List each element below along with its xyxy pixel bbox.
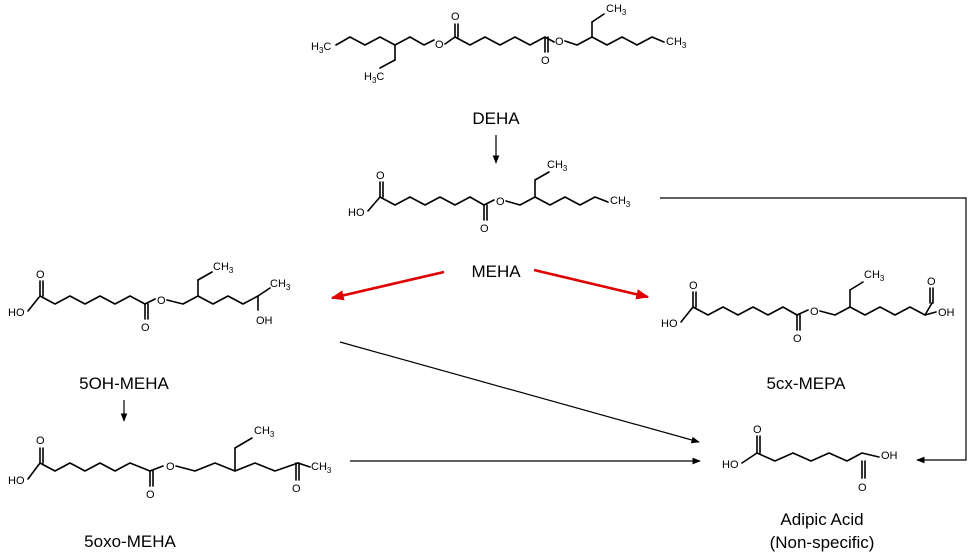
meha-ester-o: O: [496, 196, 505, 208]
oh-meha-ho: HO: [8, 307, 25, 319]
meha-ch3-right: CH3: [610, 195, 631, 209]
adipic-acid-label-line2: (Non-specific): [770, 533, 875, 552]
meha-acid-o: O: [376, 170, 385, 182]
deha-ester-o1: O: [435, 39, 444, 51]
cx-mepa-label: 5cx-MEPA: [766, 374, 846, 393]
oh-meha-acid-o: O: [36, 269, 45, 281]
arrow-meha-to-oh-meha: [330, 270, 445, 301]
oh-meha-carbonyl-o: O: [141, 322, 150, 334]
cx-mepa-ester-o: O: [810, 306, 819, 318]
arrow-meha-to-adipic: [660, 197, 967, 464]
meha-ho: HO: [348, 207, 365, 219]
oxo-meha-ch3-top: CH3: [254, 425, 275, 439]
oh-meha-oh: OH: [256, 315, 273, 327]
deha-ch3-top: CH3: [606, 3, 627, 17]
oh-meha-ester-o: O: [157, 295, 166, 307]
cx-mepa-ho: HO: [661, 318, 678, 330]
cx-mepa-oh: OH: [938, 307, 955, 319]
cx-mepa-acid-o-left: O: [689, 280, 698, 292]
adipic-acid-oh: OH: [881, 450, 898, 462]
adipic-acid-label-line1: Adipic Acid: [780, 510, 863, 529]
meha-carbonyl-o: O: [480, 223, 489, 235]
oh-meha-label: 5OH-MEHA: [79, 374, 169, 393]
oh-meha-structure: O HO O O CH3 CH3 OH: [8, 261, 291, 334]
cx-mepa-structure: O HO O O CH3 O OH: [661, 269, 955, 345]
oxo-meha-structure: O HO O O CH3 CH3 O: [8, 425, 332, 501]
oxo-meha-ho: HO: [8, 475, 25, 487]
deha-h3c-bottom: H3C: [364, 71, 384, 85]
cx-mepa-acid-o-right: O: [927, 276, 936, 288]
oxo-meha-ch3-right: CH3: [311, 461, 332, 475]
deha-carbonyl-o2: O: [541, 55, 550, 67]
oxo-meha-ester-o: O: [166, 461, 175, 473]
deha-carbonyl-o1: O: [451, 11, 460, 23]
deha-structure: H3C H3C O O O O CH3 CH3: [311, 3, 687, 85]
deha-label: DEHA: [472, 109, 520, 128]
deha-h3c-left: H3C: [311, 41, 331, 55]
deha-ch3-right: CH3: [666, 36, 687, 50]
adipic-acid-o-bottom: O: [858, 482, 867, 494]
arrow-oh-meha-to-adipic: [339, 341, 700, 444]
cx-mepa-carbonyl-o: O: [793, 333, 802, 345]
meha-label: MEHA: [471, 262, 521, 281]
oh-meha-ch3-top: CH3: [213, 261, 234, 275]
arrow-meha-to-cx-mepa: [533, 268, 650, 300]
oh-meha-ch3-right: CH3: [270, 278, 291, 292]
adipic-acid-o-top: O: [753, 424, 762, 436]
oxo-meha-acid-o: O: [36, 435, 45, 447]
deha-ester-o2: O: [555, 36, 564, 48]
adipic-acid-structure: O HO O OH: [722, 424, 898, 494]
cx-mepa-ch3-top: CH3: [864, 269, 885, 283]
meha-ch3-top: CH3: [547, 159, 568, 173]
meha-structure: O HO O O CH3 CH3: [348, 159, 631, 235]
oxo-meha-label: 5oxo-MEHA: [84, 532, 176, 551]
oxo-meha-carbonyl-o: O: [146, 489, 155, 501]
adipic-acid-ho: HO: [722, 459, 739, 471]
oxo-meha-ketone-o: O: [292, 483, 301, 495]
